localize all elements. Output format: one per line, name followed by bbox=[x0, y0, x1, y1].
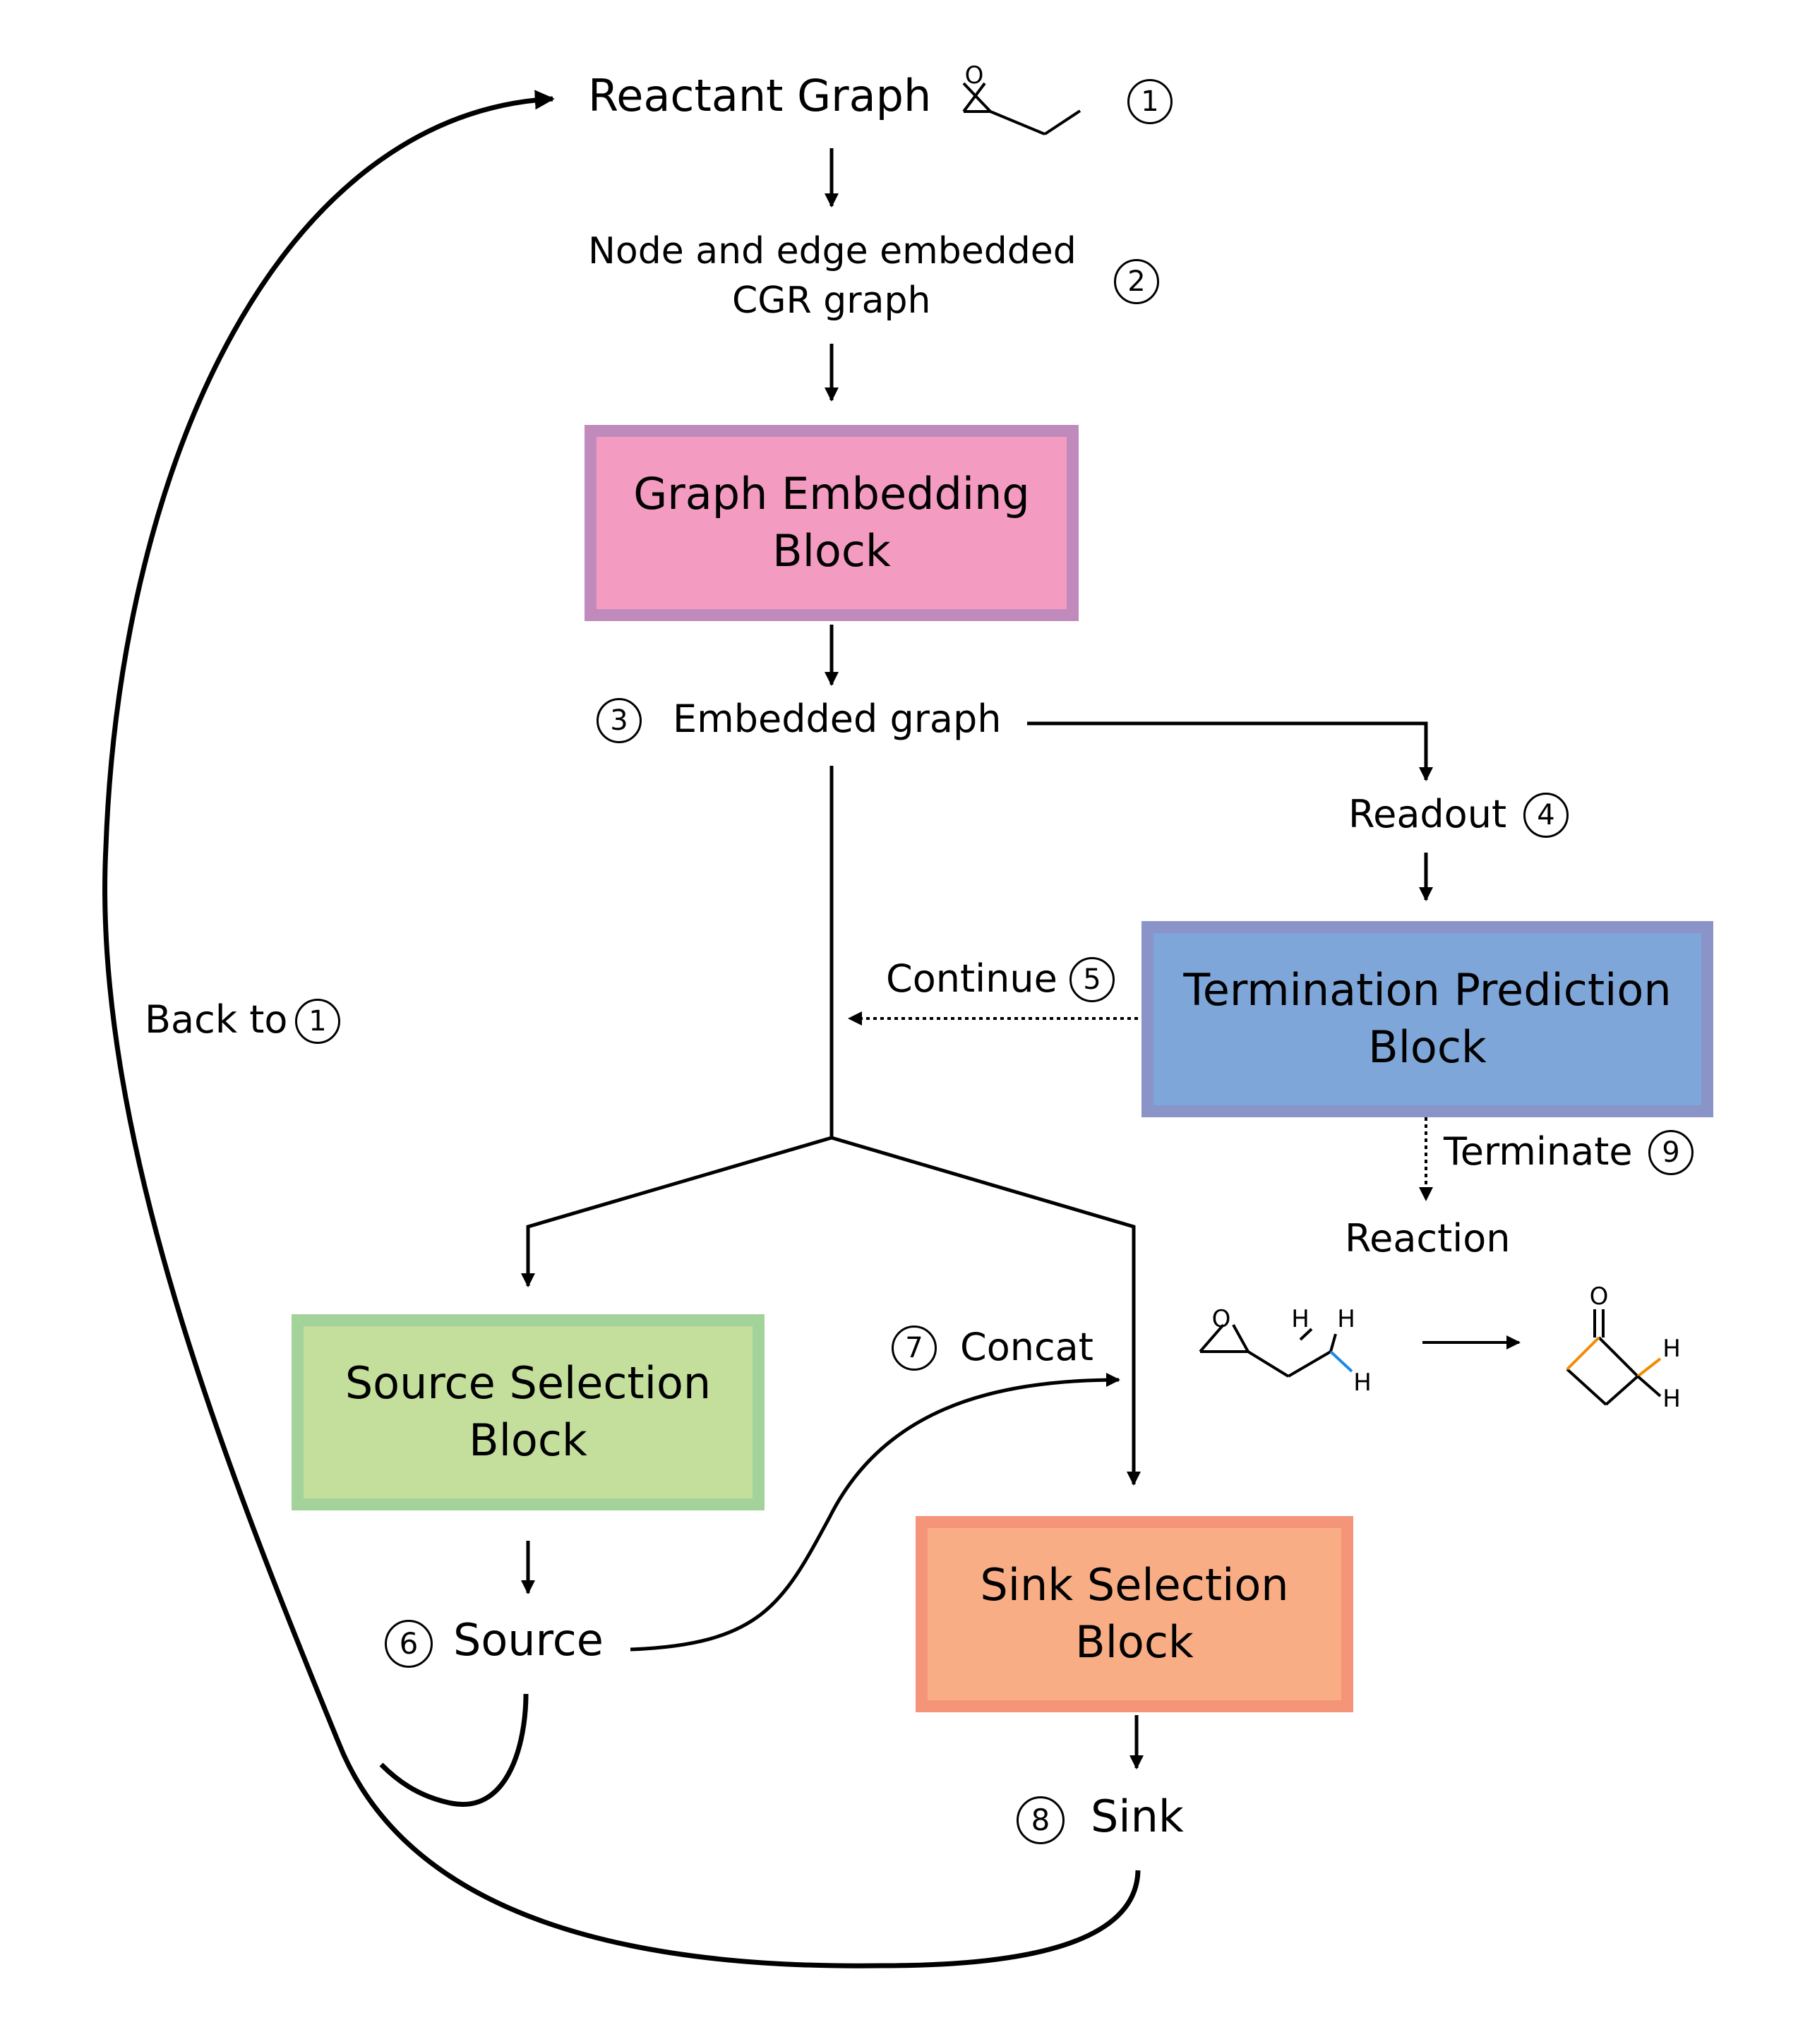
source-to-loop-curve bbox=[379, 1693, 529, 1807]
sink-label: Sink bbox=[1091, 1791, 1184, 1842]
source-selection-block: Source Selection Block bbox=[292, 1314, 765, 1510]
cgr-graph-line2: CGR graph bbox=[732, 279, 931, 322]
graph-embedding-block-line2: Block bbox=[772, 525, 891, 577]
reaction-product-h1: H bbox=[1662, 1335, 1681, 1363]
reaction-product-o: O bbox=[1590, 1282, 1609, 1311]
terminate-label: Terminate bbox=[1444, 1129, 1633, 1174]
source-label: Source bbox=[453, 1614, 604, 1666]
source-block-line2: Block bbox=[469, 1414, 587, 1466]
reaction-left-h2: H bbox=[1337, 1305, 1355, 1333]
arrow-to-sink-block bbox=[831, 1136, 1141, 1486]
sink-block-line1: Sink Selection bbox=[980, 1559, 1289, 1611]
source-block-line1: Source Selection bbox=[344, 1357, 712, 1409]
reactant-graph-label: Reactant Graph bbox=[588, 70, 932, 121]
step-3-badge: 3 bbox=[597, 698, 642, 743]
termination-block-line1: Termination Prediction bbox=[1183, 964, 1672, 1016]
step-6-badge: 6 bbox=[385, 1620, 433, 1668]
arrow-back-to-reactant bbox=[102, 90, 1141, 1968]
step-7-badge: 7 bbox=[892, 1325, 937, 1371]
step-1-badge: 1 bbox=[1127, 79, 1173, 124]
graph-embedding-block: Graph Embedding Block bbox=[585, 425, 1079, 621]
embedded-graph-label: Embedded graph bbox=[673, 697, 1002, 741]
reaction-left-molecule bbox=[1199, 1323, 1337, 1378]
graph-embedding-block-line1: Graph Embedding bbox=[633, 468, 1030, 520]
step-9-badge: 9 bbox=[1648, 1130, 1694, 1175]
concat-label: Concat bbox=[960, 1325, 1093, 1369]
reactant-molecule-o: O bbox=[965, 61, 984, 90]
reaction-product-h2: H bbox=[1662, 1385, 1681, 1413]
reaction-left-o: O bbox=[1212, 1305, 1231, 1333]
step-4-badge: 4 bbox=[1523, 793, 1569, 838]
cgr-graph-line1: Node and edge embedded bbox=[588, 230, 1077, 272]
reaction-label: Reaction bbox=[1345, 1216, 1511, 1261]
reaction-product-molecule bbox=[1566, 1309, 1662, 1406]
reaction-left-h3: H bbox=[1353, 1369, 1372, 1397]
termination-block-line2: Block bbox=[1368, 1021, 1487, 1073]
arrow-concat bbox=[630, 1373, 1120, 1652]
sink-block-line2: Block bbox=[1075, 1616, 1194, 1668]
back-to-step-badge: 1 bbox=[295, 999, 340, 1044]
step-5-badge: 5 bbox=[1069, 957, 1115, 1002]
arrow-embedded-to-readout bbox=[1027, 721, 1433, 781]
reaction-left-h1: H bbox=[1291, 1305, 1309, 1333]
step-2-badge: 2 bbox=[1114, 259, 1159, 304]
termination-prediction-block: Termination Prediction Block bbox=[1141, 921, 1713, 1117]
reaction-left-blue-bond bbox=[1329, 1350, 1353, 1373]
readout-label: Readout bbox=[1348, 792, 1507, 836]
arrow-to-source-block bbox=[521, 1136, 832, 1287]
back-to-label: Back to bbox=[145, 997, 288, 1042]
sink-selection-block: Sink Selection Block bbox=[916, 1516, 1353, 1712]
step-8-badge: 8 bbox=[1017, 1796, 1065, 1844]
continue-label: Continue bbox=[886, 956, 1057, 1001]
reactant-molecule bbox=[962, 82, 1081, 136]
